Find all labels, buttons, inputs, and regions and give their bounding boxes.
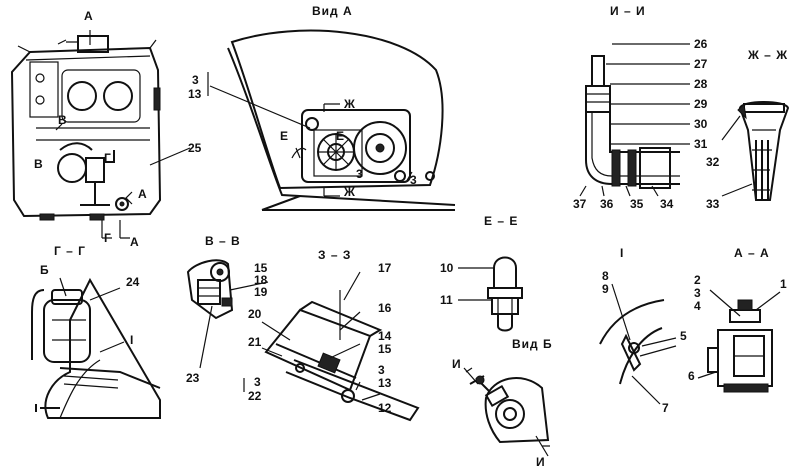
title-section-zhzh: Ж – Ж (748, 48, 789, 62)
section-mark-z-inner: 3 (356, 167, 363, 181)
callout-21: 21 (248, 335, 262, 349)
callout-22: 22 (248, 389, 262, 403)
callout-23: 23 (186, 371, 200, 385)
callout-14: 14 (378, 329, 392, 343)
detail-mark-i: I (130, 333, 134, 347)
callout-37: 37 (573, 197, 587, 211)
callout-30: 30 (694, 117, 708, 131)
callout-28: 28 (694, 77, 708, 91)
section-mark-b: Б (40, 263, 49, 277)
section-gg-drawing (31, 277, 161, 419)
view-b-drawing (463, 367, 550, 457)
callout-35: 35 (630, 197, 644, 211)
callout-5: 5 (680, 329, 687, 343)
callout-15-zz: 15 (378, 342, 392, 356)
section-aa-drawing (697, 289, 781, 393)
callout-9: 9 (602, 282, 609, 296)
section-mark-z-outer: 3 (410, 173, 417, 187)
tank-label-a-low: А (138, 187, 147, 201)
title-section-vv: В – В (205, 234, 241, 248)
section-mark-e-right: Е (336, 129, 345, 143)
section-ii-drawing (579, 43, 690, 197)
callout-10: 10 (440, 261, 454, 275)
callout-36: 36 (600, 197, 614, 211)
title-section-ee: Е – Е (484, 214, 519, 228)
tank-label-v2: В (34, 157, 43, 171)
callout-8: 8 (602, 269, 609, 283)
view-a-drawing (207, 29, 456, 211)
title-view-a: Вид А (312, 4, 353, 18)
callout-2: 2 (694, 273, 701, 287)
callout-18: 18 (254, 273, 268, 287)
callout-3-view-a: 3 (192, 73, 199, 87)
title-section-gg: Г – Г (54, 244, 86, 258)
section-zz-drawing (243, 271, 420, 422)
section-mark-i-bottom: И (536, 455, 545, 469)
tank-label-a-top: А (84, 9, 93, 23)
section-vv-drawing (186, 259, 269, 369)
callout-26: 26 (694, 37, 708, 51)
callout-3-zz: 3 (378, 363, 385, 377)
callout-3-lower: 3 (254, 375, 261, 389)
callout-31: 31 (694, 137, 708, 151)
callout-16: 16 (378, 301, 392, 315)
callout-34: 34 (660, 197, 674, 211)
callout-24: 24 (126, 275, 140, 289)
callout-19: 19 (254, 285, 268, 299)
callout-29: 29 (694, 97, 708, 111)
section-ee-drawing (458, 256, 523, 332)
callout-1: 1 (780, 277, 787, 291)
tank-label-g2: Г (104, 231, 111, 245)
section-zhzh-drawing (721, 101, 790, 201)
section-mark-i-top: И (452, 357, 461, 371)
callout-15-vv: 15 (254, 261, 268, 275)
section-mark-e-left: Е (280, 129, 289, 143)
callout-12: 12 (378, 401, 392, 415)
tank-label-v1: В (58, 113, 67, 127)
callout-3-aa: 3 (694, 286, 701, 300)
callout-7: 7 (662, 401, 669, 415)
callout-27: 27 (694, 57, 708, 71)
detail-i-drawing (599, 283, 677, 405)
callout-11: 11 (440, 293, 453, 307)
callout-4: 4 (694, 299, 701, 313)
section-mark-zh-bottom: Ж (344, 185, 355, 199)
tank-label-g1: Г (104, 151, 111, 165)
title-section-ii: И – И (610, 4, 646, 18)
callout-33: 33 (706, 197, 720, 211)
callout-17: 17 (378, 261, 392, 275)
tank-front-view (10, 30, 191, 239)
title-view-b: Вид Б (512, 337, 553, 351)
title-detail-i: I (620, 246, 625, 260)
title-section-aa: А – А (734, 246, 770, 260)
section-mark-zh-top: Ж (344, 97, 355, 111)
callout-6: 6 (688, 369, 695, 383)
callout-20: 20 (248, 307, 262, 321)
callout-13-zz: 13 (378, 376, 392, 390)
callout-32: 32 (706, 155, 720, 169)
title-section-zz: З – З (318, 248, 352, 262)
tank-label-a2: А (130, 235, 139, 249)
callout-13-view-a: 13 (188, 87, 202, 101)
callout-25: 25 (188, 141, 202, 155)
